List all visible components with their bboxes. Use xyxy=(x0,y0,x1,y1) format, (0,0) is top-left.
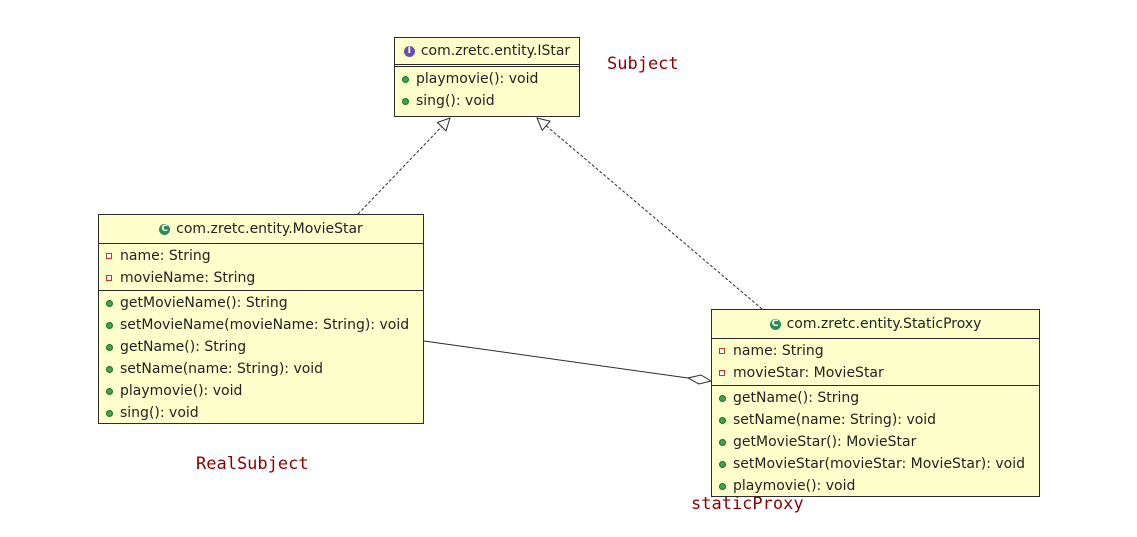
realization-moviestar-istar xyxy=(357,118,450,215)
method-signature: setMovieStar(movieStar: MovieStar): void xyxy=(733,456,1026,472)
class-name: com.zretc.entity.MovieStar xyxy=(176,221,363,237)
note-static-proxy: staticProxy xyxy=(691,494,804,514)
aggregation-diamond xyxy=(686,374,713,385)
method-signature: getMovieName(): String xyxy=(120,295,288,311)
realization-staticproxy-istar xyxy=(537,118,763,310)
fields-section: name: String movieName: String xyxy=(99,244,423,290)
public-method-icon xyxy=(402,97,409,105)
class-box-staticproxy[interactable]: C com.zretc.entity.StaticProxy name: Str… xyxy=(711,309,1040,497)
method-signature: getName(): String xyxy=(120,339,247,355)
public-method-icon xyxy=(719,460,726,468)
public-method-icon xyxy=(106,321,113,329)
field-row: name: String xyxy=(712,340,1039,362)
method-signature: setName(name: String): void xyxy=(733,412,937,428)
public-method-icon xyxy=(719,482,726,490)
method-row: playmovie(): void xyxy=(712,475,1039,497)
method-signature: playmovie(): void xyxy=(733,478,856,494)
methods-section: getMovieName(): String setMovieName(movi… xyxy=(99,290,423,425)
field-row: movieName: String xyxy=(99,267,423,289)
public-method-icon xyxy=(106,343,113,351)
method-row: getMovieName(): String xyxy=(99,292,423,314)
method-signature: sing(): void xyxy=(416,93,495,109)
public-method-icon xyxy=(719,438,726,446)
public-method-icon xyxy=(106,299,113,307)
method-row: setMovieName(movieName: String): void xyxy=(99,314,423,336)
class-header: I com.zretc.entity.IStar xyxy=(395,38,579,67)
field-signature: name: String xyxy=(120,248,211,264)
class-name: com.zretc.entity.IStar xyxy=(420,43,571,59)
method-signature: sing(): void xyxy=(120,405,199,421)
method-signature: setMovieName(movieName: String): void xyxy=(120,317,410,333)
method-row: getName(): String xyxy=(712,387,1039,409)
public-method-icon xyxy=(402,75,409,83)
class-name: com.zretc.entity.StaticProxy xyxy=(786,316,982,332)
method-row: playmovie(): void xyxy=(395,68,579,90)
method-row: setMovieStar(movieStar: MovieStar): void xyxy=(712,453,1039,475)
field-row: movieStar: MovieStar xyxy=(712,362,1039,384)
field-signature: name: String xyxy=(733,343,824,359)
field-signature: movieName: String xyxy=(120,270,256,286)
aggregation-line xyxy=(423,340,689,379)
method-row: getName(): String xyxy=(99,336,423,358)
private-field-icon xyxy=(106,275,112,281)
method-row: playmovie(): void xyxy=(99,380,423,402)
class-header: C com.zretc.entity.StaticProxy xyxy=(712,310,1039,339)
note-real-subject: RealSubject xyxy=(196,454,309,474)
method-signature: playmovie(): void xyxy=(120,383,243,399)
public-method-icon xyxy=(719,394,726,402)
private-field-icon xyxy=(719,370,725,376)
field-signature: movieStar: MovieStar xyxy=(733,365,884,381)
public-method-icon xyxy=(106,365,113,373)
interface-icon: I xyxy=(403,45,415,57)
method-signature: getMovieStar(): MovieStar xyxy=(733,434,917,450)
fields-section: name: String movieStar: MovieStar xyxy=(712,339,1039,385)
public-method-icon xyxy=(106,409,113,417)
private-field-icon xyxy=(719,348,725,354)
class-icon: C xyxy=(159,223,171,235)
method-signature: getName(): String xyxy=(733,390,860,406)
note-subject: Subject xyxy=(607,54,679,74)
private-field-icon xyxy=(106,253,112,259)
method-row: sing(): void xyxy=(99,402,423,424)
class-header: C com.zretc.entity.MovieStar xyxy=(99,215,423,244)
class-box-istar[interactable]: I com.zretc.entity.IStar playmovie(): vo… xyxy=(394,37,580,117)
public-method-icon xyxy=(106,387,113,395)
method-row: setName(name: String): void xyxy=(712,409,1039,431)
field-row: name: String xyxy=(99,245,423,267)
methods-section: getName(): String setName(name: String):… xyxy=(712,385,1039,498)
methods-section: playmovie(): void sing(): void xyxy=(395,67,579,113)
class-box-moviestar[interactable]: C com.zretc.entity.MovieStar name: Strin… xyxy=(98,214,424,424)
method-signature: setName(name: String): void xyxy=(120,361,324,377)
class-icon: C xyxy=(769,318,781,330)
public-method-icon xyxy=(719,416,726,424)
method-signature: playmovie(): void xyxy=(416,71,539,87)
method-row: getMovieStar(): MovieStar xyxy=(712,431,1039,453)
method-row: setName(name: String): void xyxy=(99,358,423,380)
method-row: sing(): void xyxy=(395,90,579,112)
